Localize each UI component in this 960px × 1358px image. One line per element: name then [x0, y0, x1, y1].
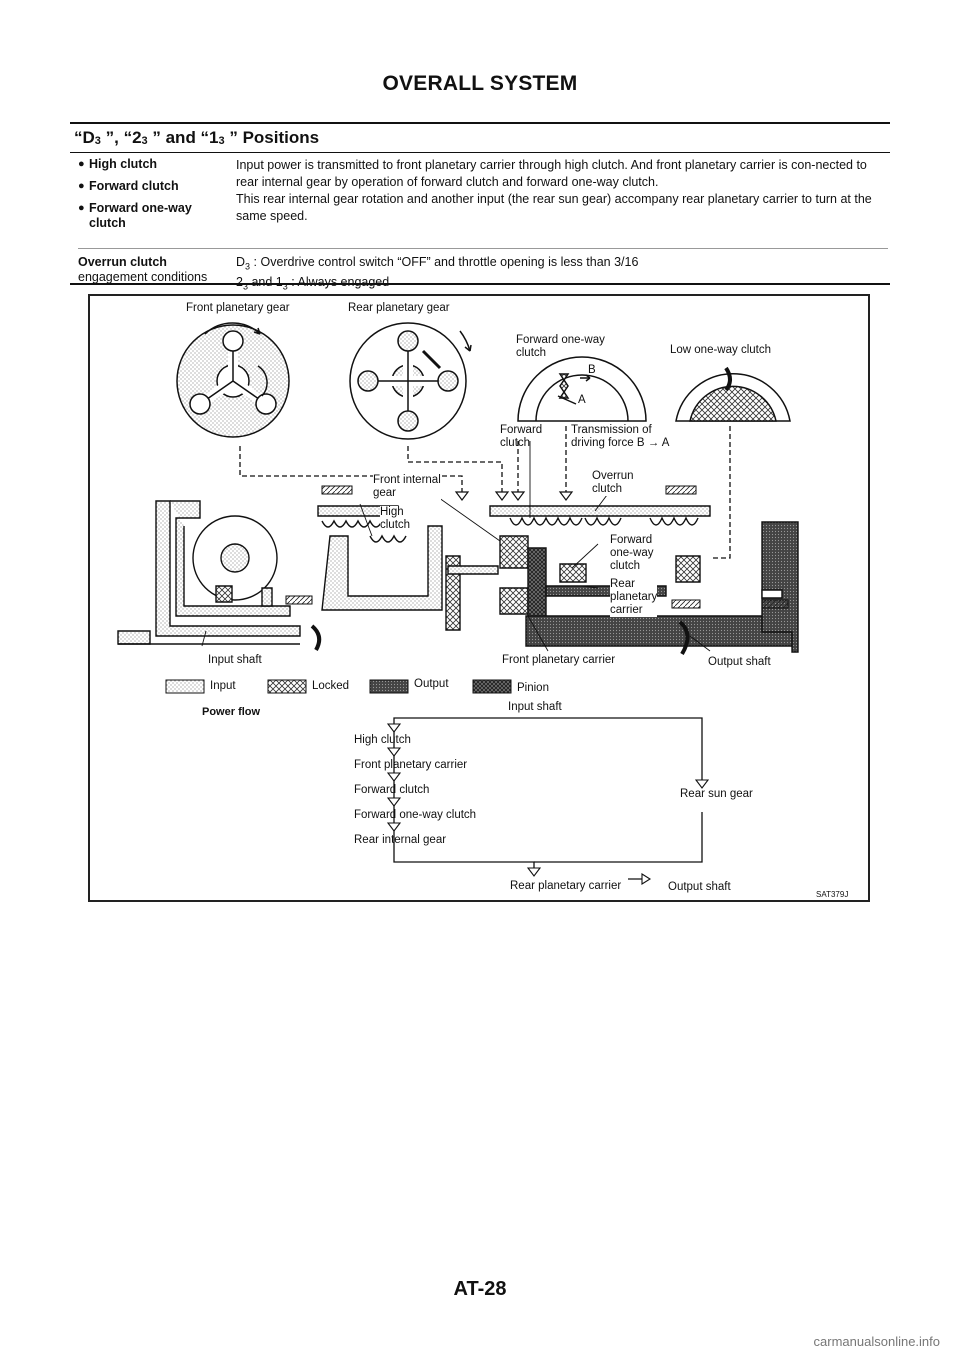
power-flow-title: Power flow: [202, 706, 261, 718]
list-item: ●Forward clutch: [78, 179, 179, 193]
low-one-way-clutch-icon: [675, 366, 791, 422]
list-item: ●High clutch: [78, 157, 158, 171]
top-rule: [70, 122, 890, 124]
rotation-arrows: [310, 620, 690, 656]
label-mark-b: B: [588, 364, 596, 376]
label-low-one-way-clutch: Low one-way clutch: [670, 344, 771, 356]
description-paragraph: This rear internal gear rotation and ano…: [236, 192, 872, 223]
label-forward-one-way-clutch: Forward one-way clutch: [516, 334, 605, 359]
power-flow-step: Forward clutch: [354, 784, 430, 796]
table-row: Overrun clutch engagement conditions D3 …: [78, 255, 888, 294]
figure-code: SAT379J: [816, 890, 849, 899]
legend-locked: Locked: [312, 680, 350, 692]
power-flow-step: Front planetary carrier: [354, 759, 468, 771]
label-output-shaft: Output shaft: [708, 656, 771, 668]
legend-swatches: [165, 679, 512, 694]
page-title: OVERALL SYSTEM: [382, 72, 578, 95]
label-overrun-clutch: Overrun clutch: [592, 470, 634, 496]
label-mark-a: A: [578, 394, 586, 406]
condition-line-2: 23 and 13 : Always engaged: [236, 274, 390, 292]
list-item: ●Forward one-way clutch: [78, 201, 192, 230]
legend-output: Output: [414, 678, 449, 690]
description-paragraph: Input power is transmitted to front plan…: [236, 158, 867, 189]
power-flow-step: High clutch: [354, 734, 411, 746]
front-planetary-gear-icon: [176, 322, 290, 438]
bullet-icon: ●: [78, 202, 85, 214]
power-flow-figure: Front planetary gear Rear planetary gear…: [88, 294, 870, 902]
power-flow-input-shaft: Input shaft: [508, 701, 562, 713]
label-forward-clutch: Forward clutch: [500, 424, 543, 449]
ground-symbols: [285, 485, 789, 609]
bullet-icon: ●: [78, 158, 85, 170]
component-list: ●High clutch ●Forward clutch ●Forward on…: [78, 157, 236, 248]
row-separator: [78, 248, 888, 249]
description-cell: Input power is transmitted to front plan…: [236, 157, 888, 248]
label-rear-planetary-carrier: Rear planetary carrier: [610, 578, 658, 617]
label-front-planetary-gear: Front planetary gear: [186, 302, 290, 314]
condition-line-1: D3 : Overdrive control switch “OFF” and …: [236, 255, 639, 272]
transmission-housing: [117, 500, 799, 653]
label-input-shaft: Input shaft: [208, 654, 262, 666]
label-transmission-of-driving-force: Transmission of driving force B → A: [571, 424, 670, 449]
condition-cell: D3 : Overdrive control switch “OFF” and …: [236, 255, 888, 294]
legend-pinion: Pinion: [517, 682, 549, 694]
section-title: “D3 ”, “23 ” and “13 ” Positions: [74, 128, 320, 147]
power-flow-lines: [393, 717, 703, 880]
transmission-diagram: [117, 322, 799, 885]
power-flow-rear-planetary-carrier: Rear planetary carrier: [510, 880, 622, 892]
section-rule: [70, 152, 890, 153]
forward-one-way-clutch-icon: [517, 356, 647, 422]
page-number: AT-28: [453, 1278, 507, 1300]
condition-label: Overrun clutch engagement conditions: [78, 255, 208, 284]
label-forward-one-way-clutch-2: Forward one-way clutch: [610, 534, 654, 573]
label-front-internal-gear: Front internal gear: [373, 474, 441, 500]
label-rear-planetary-gear: Rear planetary gear: [348, 302, 450, 314]
table-row: ●High clutch ●Forward clutch ●Forward on…: [78, 157, 888, 248]
watermark: carmanualsonline.info: [813, 1334, 940, 1349]
rear-planetary-gear-icon: [349, 322, 472, 440]
label-front-planetary-carrier: Front planetary carrier: [502, 654, 616, 666]
connector-arrowheads: [454, 491, 574, 501]
power-flow-output-shaft: Output shaft: [668, 881, 731, 893]
bottom-rule: [70, 283, 890, 285]
connector-lines: [239, 426, 731, 559]
description-table: ●High clutch ●Forward clutch ●Forward on…: [78, 157, 888, 294]
power-flow-step: Rear internal gear: [354, 834, 447, 846]
power-flow-arrowheads: [386, 723, 710, 885]
bullet-icon: ●: [78, 180, 85, 192]
power-flow-rear-sun-gear: Rear sun gear: [680, 788, 753, 800]
label-high-clutch: High clutch: [380, 506, 411, 532]
power-flow-step: Forward one-way clutch: [354, 809, 477, 821]
legend-input: Input: [210, 680, 236, 692]
